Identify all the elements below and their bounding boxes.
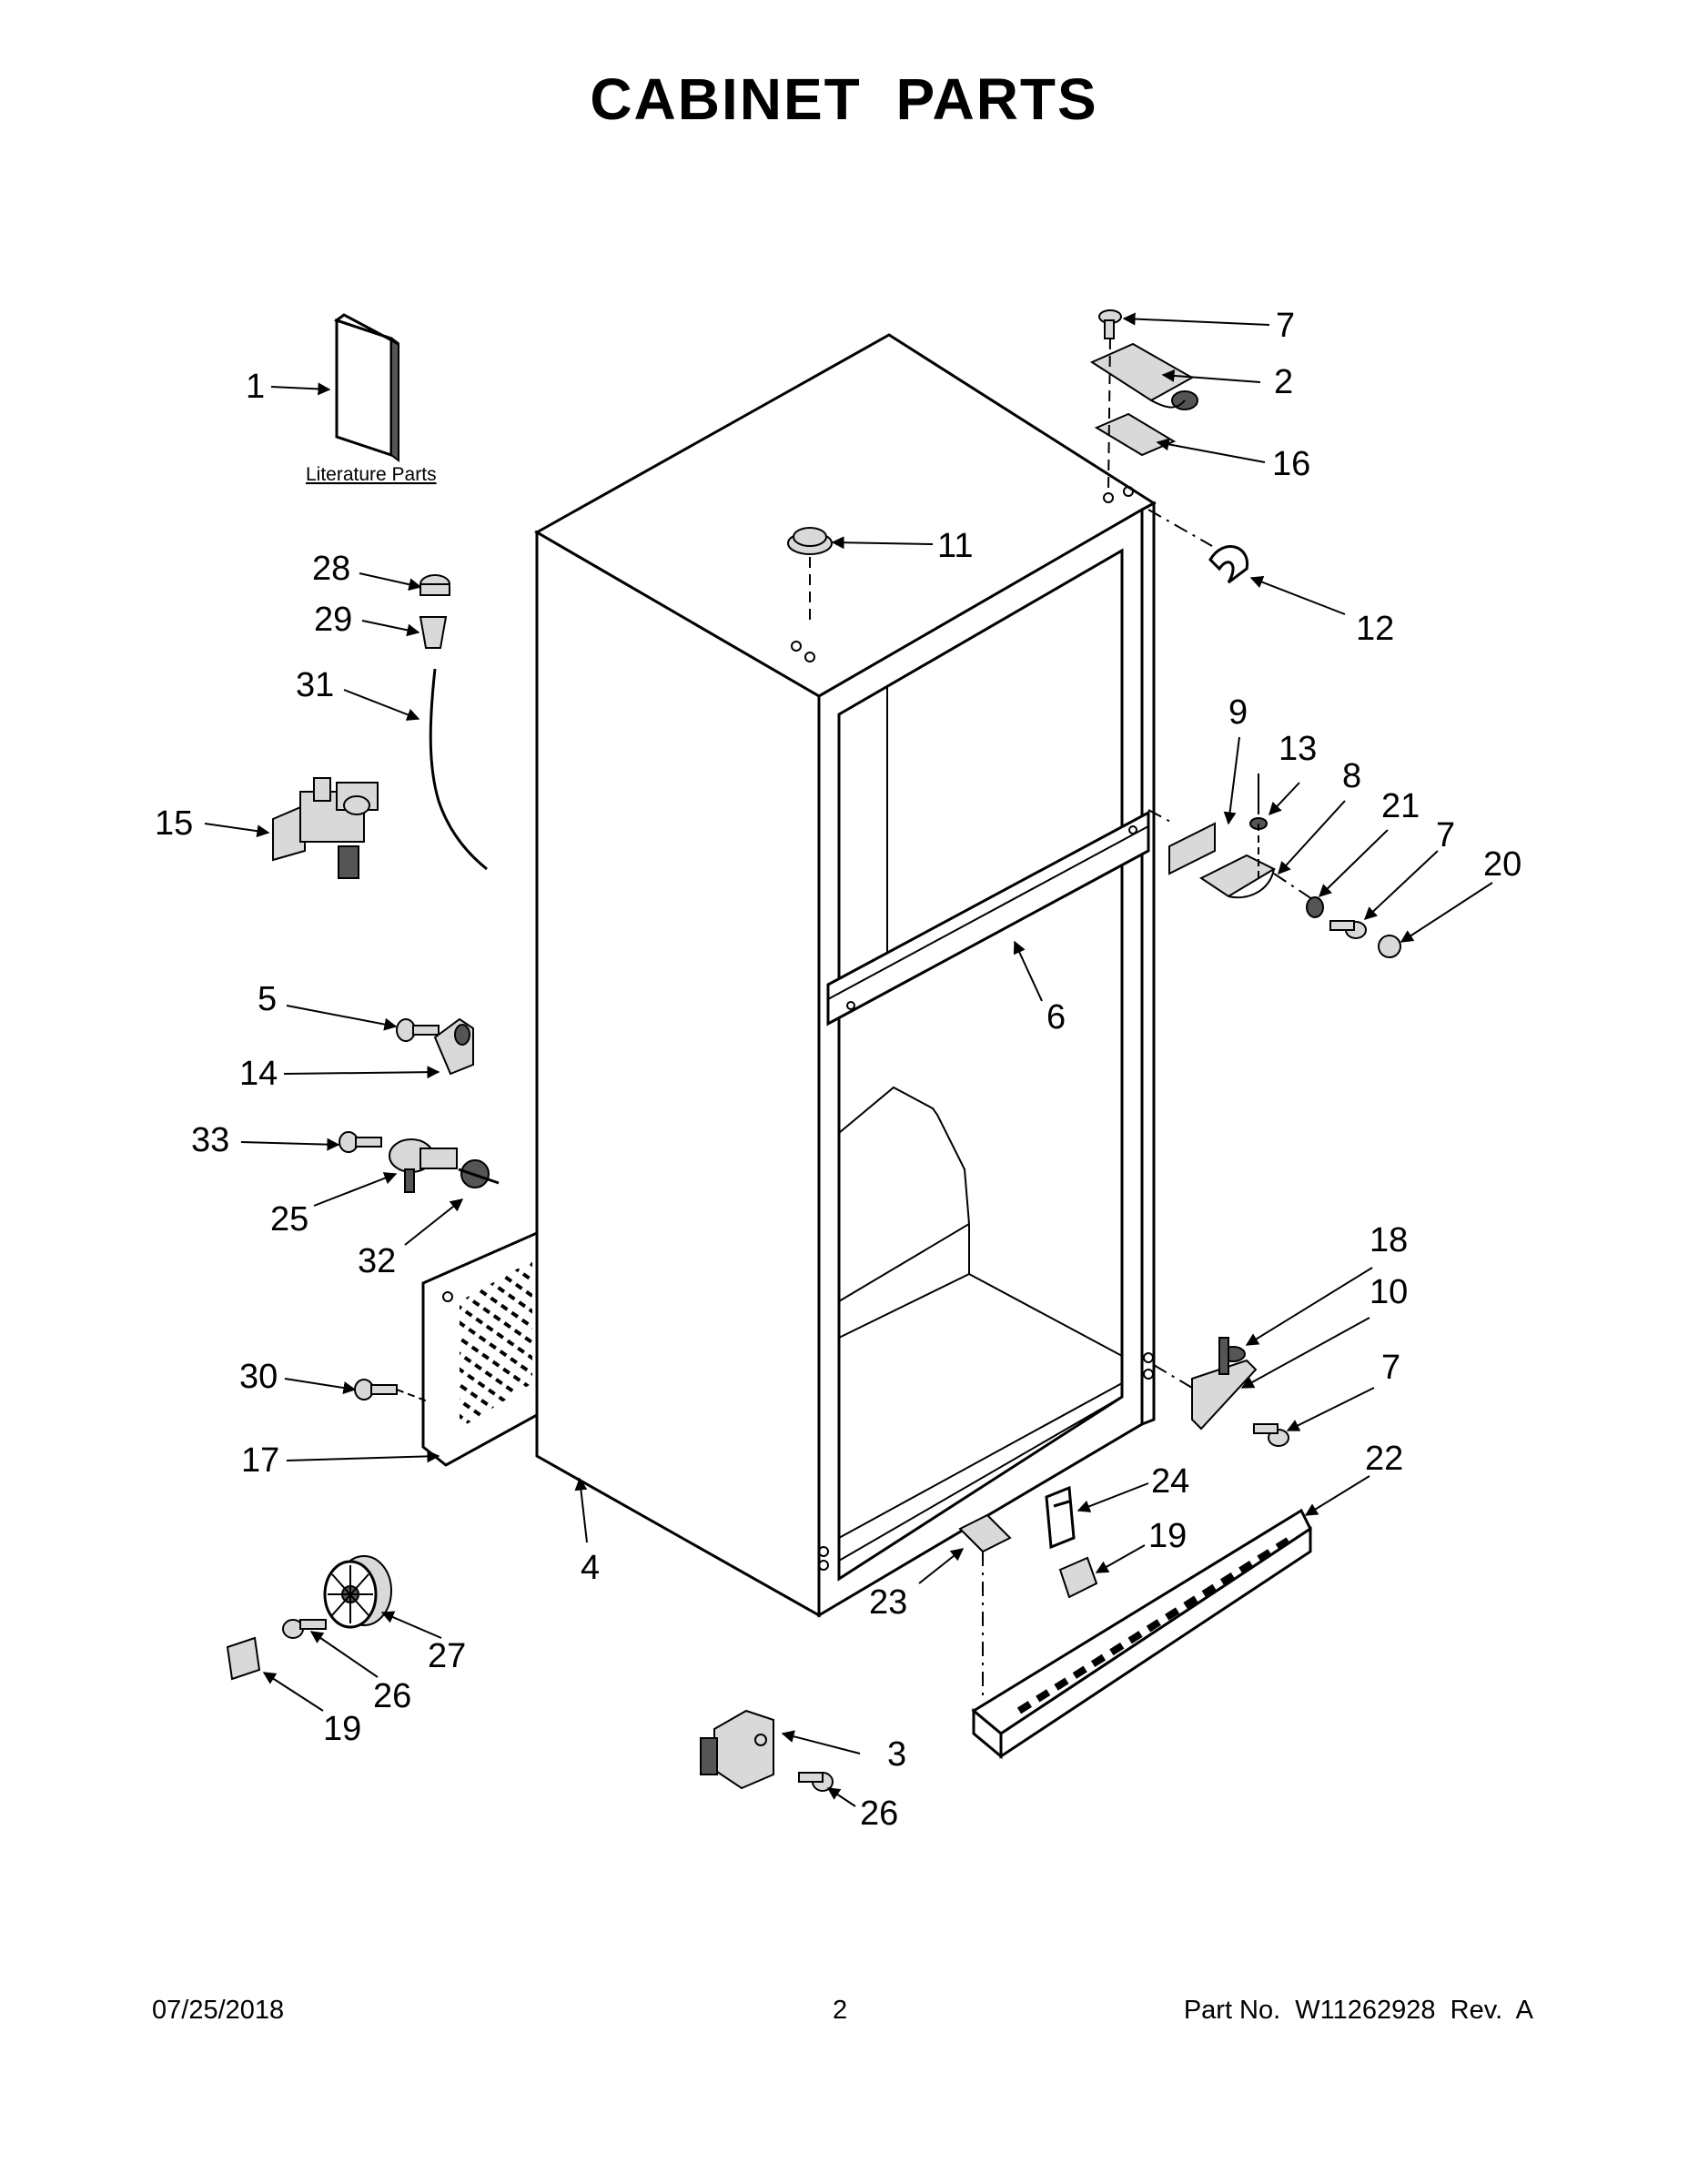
callout-26-left: 26 <box>373 1677 411 1715</box>
hinge-cover-icon <box>1208 545 1248 584</box>
callout-12: 12 <box>1356 610 1394 648</box>
callout-6: 6 <box>1046 998 1066 1036</box>
water-tube-icon <box>429 668 488 871</box>
callout-14: 14 <box>239 1055 278 1093</box>
callout-7-top: 7 <box>1276 307 1295 345</box>
callout-labels: 1 Literature Parts 2 3 4 5 6 7 7 7 7 8 9… <box>155 307 1521 1833</box>
literature-label: Literature Parts <box>306 464 437 485</box>
callout-8: 8 <box>1342 757 1361 795</box>
callout-17: 17 <box>241 1441 279 1480</box>
callout-24: 24 <box>1151 1462 1189 1501</box>
grille-bracket-icon <box>958 1513 1012 1553</box>
callout-20: 20 <box>1483 845 1521 884</box>
callout-1: 1 <box>246 368 265 406</box>
callout-4: 4 <box>581 1549 600 1587</box>
callout-28: 28 <box>312 550 350 588</box>
callout-5: 5 <box>258 980 277 1018</box>
callout-7-center: 7 <box>1436 816 1455 854</box>
washer-icon <box>1306 896 1324 918</box>
screw-icon <box>396 1018 440 1042</box>
door-stop-icon <box>433 1017 474 1076</box>
page-title: CABINET PARTS <box>590 66 1098 132</box>
footer-date: 07/25/2018 <box>152 1996 285 2025</box>
callout-30: 30 <box>239 1358 278 1396</box>
base-grille-icon <box>971 1508 1312 1760</box>
callout-25: 25 <box>270 1200 308 1239</box>
callout-27: 27 <box>428 1637 466 1675</box>
screw-icon <box>1098 309 1122 339</box>
callout-26-bottom: 26 <box>860 1795 898 1833</box>
callout-7-bottom: 7 <box>1381 1349 1400 1387</box>
hinge-pin-cap-icon <box>1378 935 1401 958</box>
screw-icon <box>354 1379 398 1400</box>
screw-icon <box>282 1619 327 1639</box>
tube-insert-icon <box>419 616 448 649</box>
roller-bracket-icon <box>389 1138 458 1193</box>
screw-icon <box>798 1772 834 1792</box>
callout-31: 31 <box>296 666 334 704</box>
callout-15: 15 <box>155 804 193 843</box>
callout-10: 10 <box>1370 1273 1408 1311</box>
leader-lines <box>204 312 1493 1807</box>
callout-21: 21 <box>1381 787 1420 825</box>
footer-part-number: Part No. W11262928 Rev. A <box>1183 1996 1533 2025</box>
callout-13: 13 <box>1279 730 1317 768</box>
grille-clip-icon <box>1045 1485 1076 1550</box>
screw-icon <box>1253 1423 1289 1447</box>
callout-3: 3 <box>887 1735 906 1774</box>
rear-access-panel-icon <box>421 1230 539 1467</box>
clamp-icon <box>419 574 450 596</box>
literature-parts-icon <box>333 313 399 462</box>
screw-icon <box>339 1131 382 1153</box>
callout-2: 2 <box>1274 363 1293 401</box>
leveling-pad-icon <box>226 1636 261 1681</box>
water-valve-icon <box>272 777 379 879</box>
bottom-hinge-icon <box>1191 1337 1258 1431</box>
cabinet <box>533 333 1157 1618</box>
callout-19-right: 19 <box>1148 1517 1187 1555</box>
callout-19-left: 19 <box>323 1710 361 1748</box>
footer-page-number: 2 <box>833 1996 848 2025</box>
callout-33: 33 <box>191 1121 229 1159</box>
top-hinge-icon <box>1089 342 1198 410</box>
callout-16: 16 <box>1272 445 1310 483</box>
shim-icon <box>1094 412 1177 457</box>
plug-icon <box>787 527 833 555</box>
callout-11: 11 <box>937 527 973 565</box>
callout-18: 18 <box>1370 1221 1408 1259</box>
callout-22: 22 <box>1365 1440 1403 1478</box>
screw-icon <box>1329 920 1367 939</box>
callout-32: 32 <box>358 1242 396 1280</box>
center-hinge-icon <box>1168 774 1277 899</box>
rear-roller-icon <box>323 1555 392 1629</box>
callout-23: 23 <box>869 1583 907 1622</box>
callout-29: 29 <box>314 601 352 639</box>
leveling-pad-icon <box>1058 1556 1098 1599</box>
callout-9: 9 <box>1228 693 1248 732</box>
leveling-bracket-icon <box>700 1709 774 1790</box>
